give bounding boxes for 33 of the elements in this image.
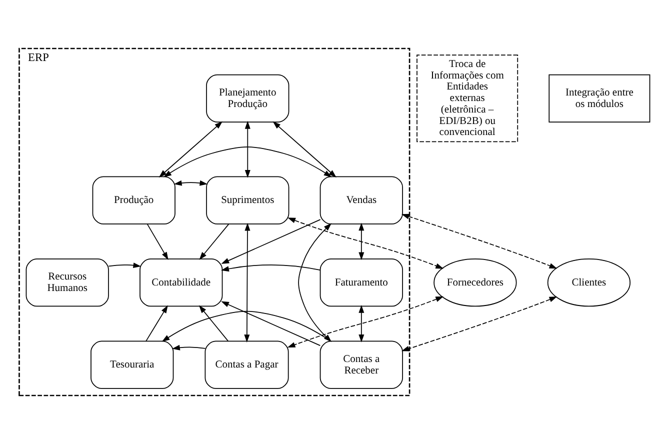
node-box: Contabilidade bbox=[140, 258, 223, 306]
arrow bbox=[221, 300, 321, 346]
legend-label: Integração entre os módulos bbox=[565, 86, 634, 110]
arrow bbox=[401, 213, 558, 268]
arrow bbox=[288, 217, 444, 268]
arrow bbox=[108, 262, 142, 268]
node-box: Tesouraria bbox=[90, 340, 174, 388]
arrow bbox=[287, 296, 444, 348]
node-box: Recursos Humanos bbox=[26, 258, 109, 306]
arrow bbox=[244, 120, 250, 178]
node-box: Contas a Pagar bbox=[204, 340, 289, 388]
arrow bbox=[146, 304, 168, 342]
arrow bbox=[172, 344, 206, 350]
arrow bbox=[221, 264, 321, 272]
node-box: Suprimentos bbox=[206, 176, 290, 224]
node-box: Produção bbox=[92, 176, 176, 224]
arrow bbox=[221, 218, 321, 264]
arrow bbox=[272, 120, 336, 177]
arrow bbox=[174, 180, 208, 186]
node-box: Vendas bbox=[320, 176, 403, 224]
node-box: Planejamento Produção bbox=[206, 74, 290, 122]
node-box: Contas a Receber bbox=[320, 340, 403, 388]
arrow bbox=[146, 223, 168, 260]
arrow bbox=[158, 120, 223, 177]
arrow bbox=[358, 304, 364, 342]
node-box: Faturamento bbox=[320, 258, 403, 306]
arrow bbox=[358, 222, 364, 260]
arrow bbox=[198, 304, 229, 342]
arrow bbox=[401, 296, 558, 351]
arrow bbox=[199, 223, 230, 260]
arrow bbox=[244, 222, 250, 342]
legend-label: Troca de Informações com Entidades externas (eletrônica – EDI/B2B) ou convencional bbox=[430, 58, 504, 138]
arrow bbox=[164, 146, 332, 177]
